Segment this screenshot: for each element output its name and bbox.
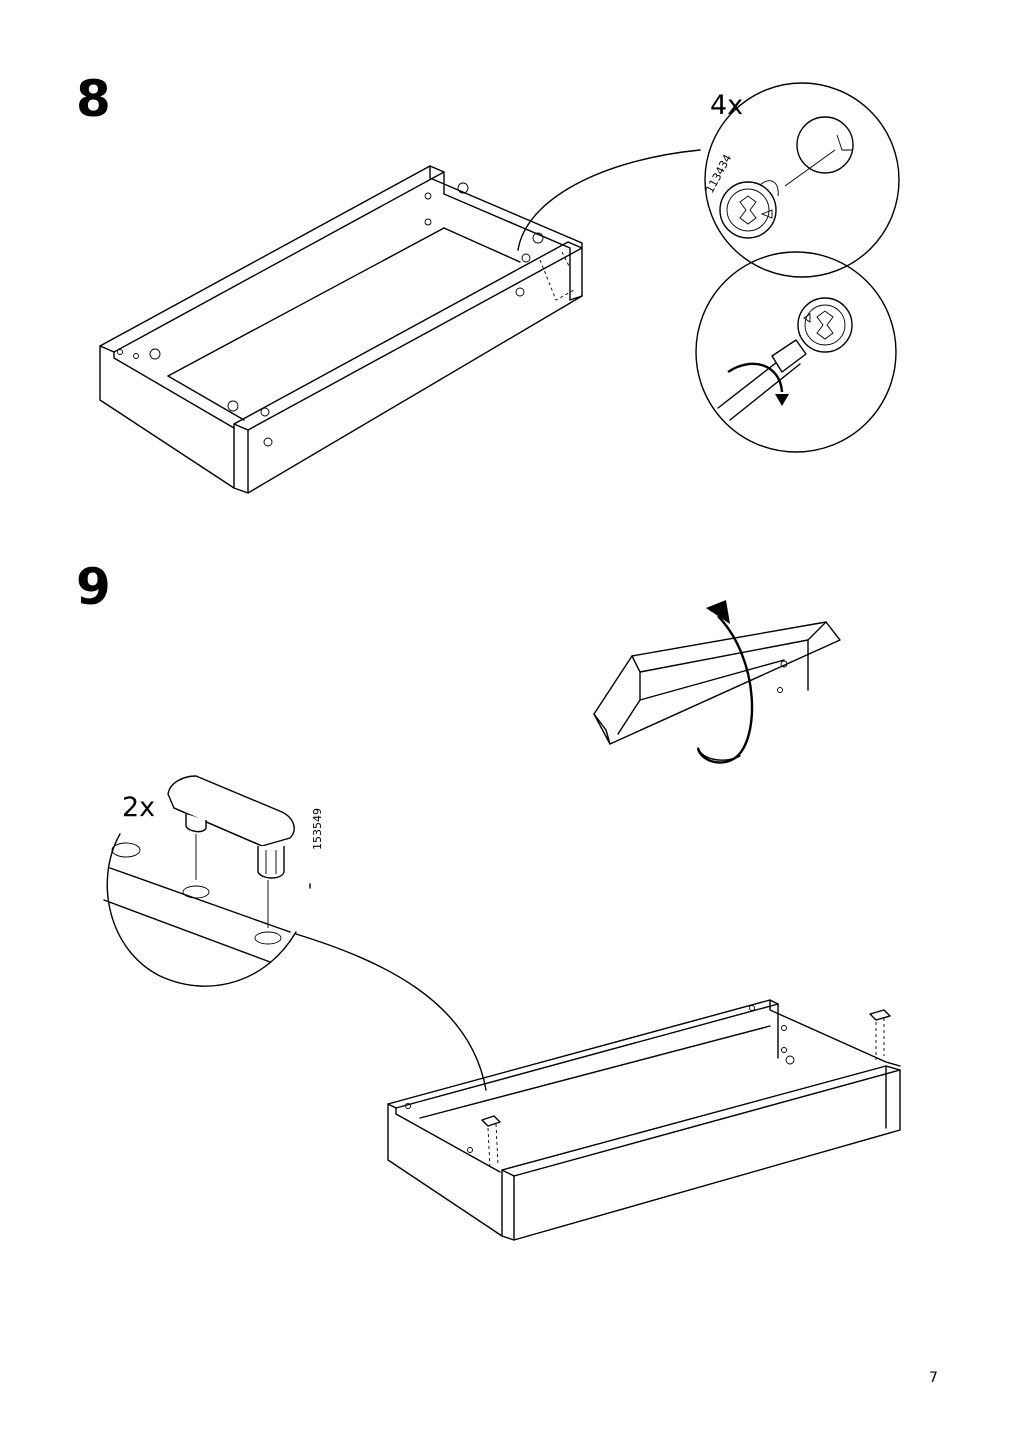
step-9-flip-illustration bbox=[593, 600, 841, 764]
page-number: 7 bbox=[929, 1370, 938, 1386]
step-9-detail-glide bbox=[103, 775, 311, 987]
step-8-detail-cam-lock bbox=[704, 82, 900, 278]
step-9-part-number: 153549 bbox=[311, 808, 324, 850]
step-8-quantity: 4x bbox=[710, 90, 743, 121]
step-8-frame-illustration bbox=[99, 165, 583, 494]
step-number-8: 8 bbox=[76, 70, 111, 128]
step-9-frame-illustration bbox=[387, 999, 901, 1241]
step-9-leader bbox=[295, 933, 487, 1091]
step-8-leader bbox=[517, 149, 701, 251]
step-number-9: 9 bbox=[76, 558, 111, 616]
step-9-quantity: 2x bbox=[122, 792, 155, 823]
step-8-detail-screwdriver bbox=[695, 251, 897, 453]
